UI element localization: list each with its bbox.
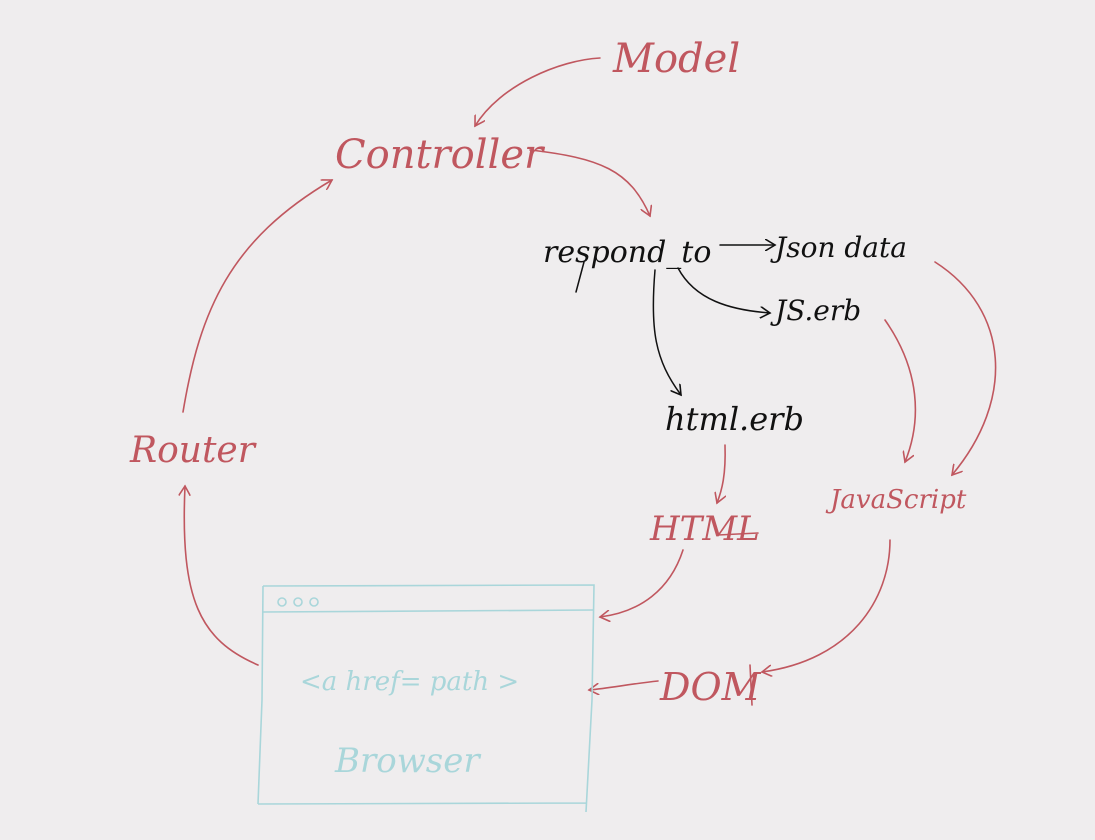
node-js-erb: JS.erb [770,294,861,327]
node-javascript: JavaScript [825,485,967,515]
arrow-model-to-controller [475,57,601,126]
node-respond-to: respond_to [543,235,711,270]
respond-to-descender [575,261,585,293]
browser-link[interactable]: <a href= path > [300,667,519,697]
arrow-browser-to-router [184,486,259,666]
node-controller: Controller [335,132,546,178]
browser-title-bar [262,609,594,613]
html-underline [717,532,759,536]
arrow-router-to-controller [182,180,332,413]
window-dot [293,597,303,607]
node-model: Model [612,36,740,82]
dom-stroke [749,664,753,706]
window-dot [309,597,319,607]
node-router: Router [129,430,257,471]
browser-label: Browser [334,741,481,781]
node-dom: DOM [659,665,762,709]
arrow-controller-to-respond-to [529,149,650,216]
arrow-html-to-browser [600,549,684,617]
arrow-json-to-javascript [934,261,997,475]
node-json-data: Json data [770,231,907,264]
arrow-respond-to-htmlerb [652,269,681,395]
window-dot [277,597,287,607]
arrow-dom-to-browser [589,680,659,690]
node-html-erb: html.erb [665,400,804,438]
arrow-htmlerb-to-html [717,444,725,503]
arrow-jserb-to-javascript [884,319,917,462]
arrow-respond-to-jserb [677,267,770,313]
browser-window [257,584,595,813]
node-html: HTML [649,509,760,549]
arrow-javascript-to-dom [762,539,891,672]
